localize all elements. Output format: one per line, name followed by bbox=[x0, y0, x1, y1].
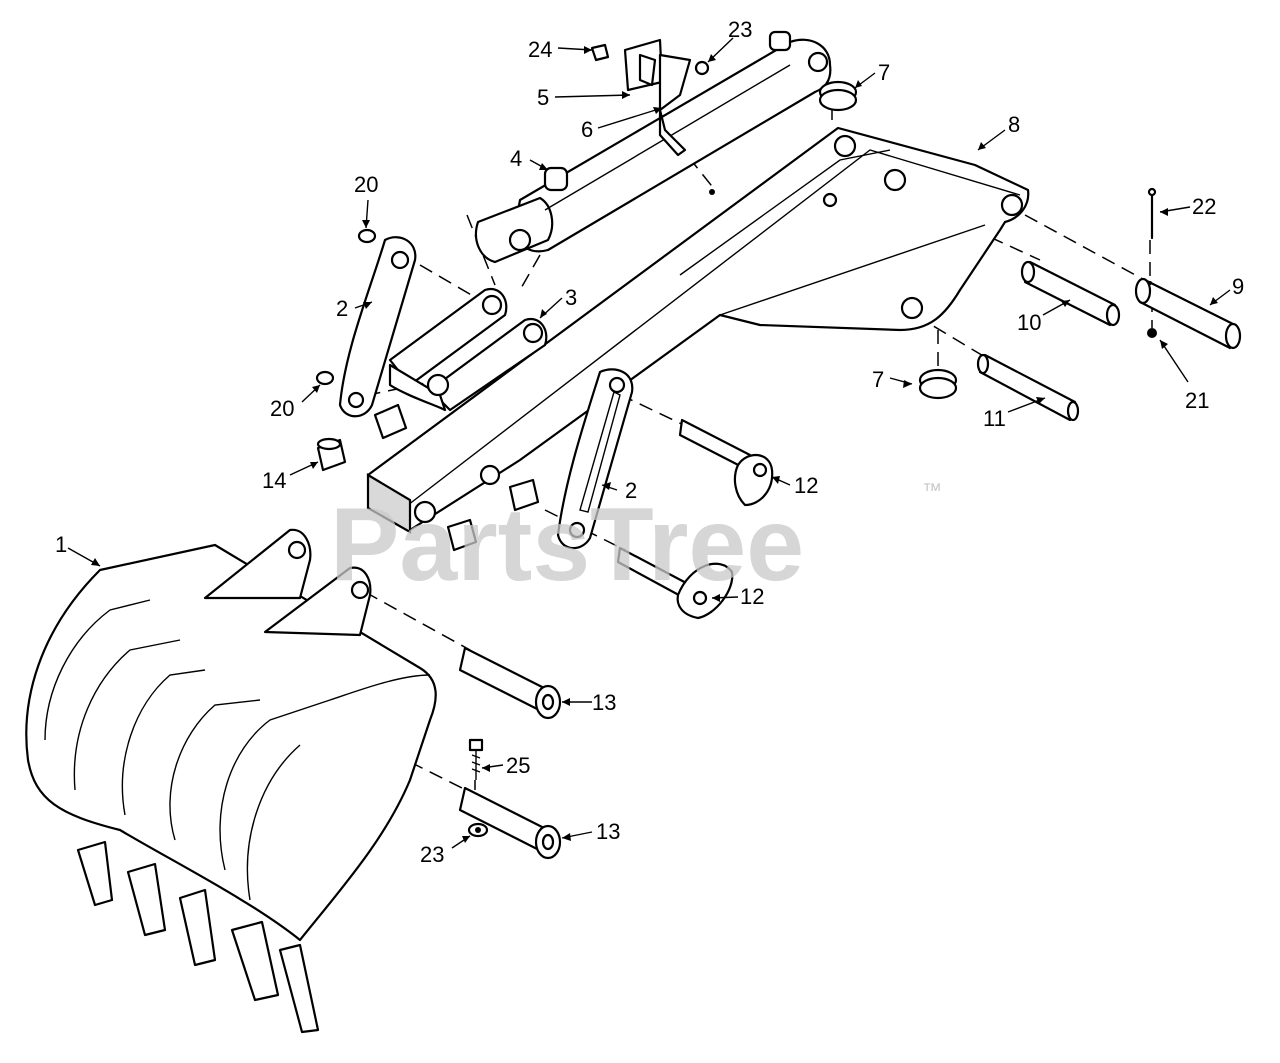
callout-25: 25 bbox=[506, 753, 530, 778]
pin-10 bbox=[1020, 260, 1121, 327]
pin-13-upper bbox=[458, 646, 562, 720]
callout-12-lower: 12 bbox=[740, 584, 764, 609]
callout-3: 3 bbox=[565, 285, 577, 310]
callout-12-upper: 12 bbox=[794, 473, 818, 498]
callout-21: 21 bbox=[1185, 388, 1209, 413]
callout-10: 10 bbox=[1017, 310, 1041, 335]
callout-11: 11 bbox=[983, 406, 1006, 431]
callout-13-upper: 13 bbox=[592, 690, 616, 715]
link-upper bbox=[338, 236, 417, 418]
callout-22: 22 bbox=[1192, 194, 1216, 219]
callout-labels: 1 2 2 3 4 5 6 7 7 8 9 10 11 12 12 13 13 … bbox=[55, 17, 1244, 867]
spacer-bushings bbox=[316, 403, 540, 552]
callout-13-lower: 13 bbox=[596, 819, 620, 844]
callout-7-upper: 7 bbox=[878, 60, 890, 85]
callout-9: 9 bbox=[1232, 274, 1244, 299]
pin-9 bbox=[1134, 277, 1242, 350]
bushing-lower bbox=[918, 368, 958, 400]
callout-24: 24 bbox=[528, 37, 552, 62]
pin-13-lower bbox=[458, 786, 562, 860]
link-assembly bbox=[388, 287, 548, 412]
pin-11 bbox=[976, 353, 1080, 422]
pin-12-upper bbox=[678, 418, 774, 507]
watermark: PartsTree ™ bbox=[330, 480, 942, 603]
bucket bbox=[25, 528, 437, 1034]
callout-1: 1 bbox=[55, 532, 67, 557]
callout-6: 6 bbox=[581, 117, 593, 142]
dipper-arm bbox=[366, 126, 1030, 534]
washers bbox=[315, 228, 377, 386]
bushing-upper bbox=[818, 80, 858, 112]
callout-23-lower: 23 bbox=[420, 842, 444, 867]
link-lower bbox=[556, 368, 634, 550]
callout-14: 14 bbox=[262, 468, 286, 493]
valve-bracket bbox=[590, 38, 715, 195]
watermark-trademark: ™ bbox=[922, 480, 942, 502]
callout-23-upper: 23 bbox=[728, 17, 752, 42]
callout-5: 5 bbox=[537, 85, 549, 110]
nut-23-lower bbox=[467, 822, 489, 838]
callout-20-upper: 20 bbox=[354, 172, 378, 197]
pin-12-lower bbox=[616, 546, 734, 620]
callout-20-lower: 20 bbox=[270, 396, 294, 421]
leader-arrowheads bbox=[91, 46, 1218, 843]
callout-7-lower: 7 bbox=[872, 367, 884, 392]
callout-2-upper: 2 bbox=[336, 296, 348, 321]
callout-4: 4 bbox=[510, 146, 522, 171]
clip-21 bbox=[1147, 328, 1157, 338]
callout-2-lower: 2 bbox=[625, 478, 637, 503]
watermark-brand: PartsTree bbox=[330, 487, 804, 603]
callout-8: 8 bbox=[1008, 112, 1020, 137]
bolt-25 bbox=[468, 738, 484, 780]
roll-pin-22 bbox=[1147, 187, 1157, 240]
